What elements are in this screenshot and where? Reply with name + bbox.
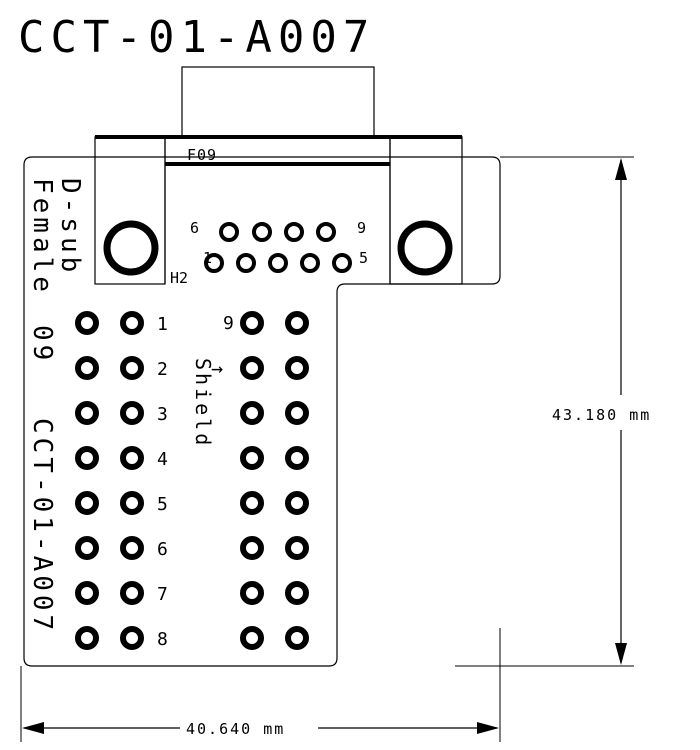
right-header-pad xyxy=(285,491,309,515)
header-pads xyxy=(75,311,309,650)
right-header-pad xyxy=(240,311,264,335)
left-header-pad xyxy=(75,581,99,605)
dsub-pin xyxy=(236,253,256,273)
right-header-pad xyxy=(285,626,309,650)
dsub-pin xyxy=(284,222,304,242)
side-label-dsub: D-sub xyxy=(55,178,85,276)
shield-label: Shield xyxy=(191,358,215,448)
left-header-pad xyxy=(75,491,99,515)
left-header-pad xyxy=(120,356,144,380)
width-dimension-label: 40.640 mm xyxy=(186,720,285,738)
side-label-part-number: CCT-01-A007 xyxy=(27,418,57,634)
connector-label: F09 xyxy=(187,146,217,164)
dsub-pin xyxy=(219,222,239,242)
left-header-pad xyxy=(120,311,144,335)
dim-arrowhead-bottom xyxy=(615,643,627,665)
right-header-pin-label-9: 9 xyxy=(223,313,234,334)
mounting-hole-right xyxy=(397,220,453,276)
left-header-pad xyxy=(120,536,144,560)
pcb-outline xyxy=(23,156,501,667)
dim-arrowhead-left xyxy=(22,722,44,734)
side-label-female: Female xyxy=(27,178,57,296)
left-header-pad xyxy=(75,446,99,470)
left-header-pin-label: 6 xyxy=(157,539,168,560)
right-header-pad xyxy=(285,446,309,470)
hole-label-h2: H2 xyxy=(170,269,188,287)
left-header-pin-label: 5 xyxy=(157,494,168,515)
right-header-pad xyxy=(285,536,309,560)
left-header-pad xyxy=(75,311,99,335)
left-header-pin-label: 8 xyxy=(157,629,168,650)
left-header-pad xyxy=(120,446,144,470)
dsub-pin xyxy=(332,253,352,273)
dsub-pin xyxy=(316,222,336,242)
header-pin-labels: 1 2 3 4 5 6 7 8 xyxy=(157,314,168,650)
right-header-pad xyxy=(285,581,309,605)
dsub-pin-label-5: 5 xyxy=(359,249,368,267)
left-header-pin-label: 4 xyxy=(157,449,168,470)
shield-arrow-icon: → xyxy=(211,356,223,380)
left-header-pad xyxy=(75,536,99,560)
left-header-pad xyxy=(120,581,144,605)
dsub-pin-label-6: 6 xyxy=(190,219,199,237)
left-header-pin-label: 1 xyxy=(157,314,168,335)
drawing-title: CCT-01-A007 xyxy=(18,12,375,63)
side-label-09: 09 xyxy=(27,325,57,364)
mounting-hole-left xyxy=(103,220,159,276)
left-header-pin-label: 2 xyxy=(157,359,168,380)
dim-arrowhead-right xyxy=(477,722,499,734)
connector-shell-top xyxy=(181,66,375,138)
dim-arrowhead-top xyxy=(615,158,627,180)
dsub-pin-label-9: 9 xyxy=(357,219,366,237)
right-header-pad xyxy=(285,311,309,335)
dsub-pin xyxy=(268,253,288,273)
left-header-pad xyxy=(120,626,144,650)
right-header-pad xyxy=(285,356,309,380)
right-header-pad xyxy=(285,401,309,425)
left-header-pin-label: 7 xyxy=(157,584,168,605)
right-header-pad xyxy=(240,401,264,425)
left-header-pad xyxy=(120,401,144,425)
left-header-pad xyxy=(75,401,99,425)
right-header-pad xyxy=(240,491,264,515)
connector-flange-right xyxy=(389,136,463,285)
dsub-bottom-row xyxy=(204,253,352,273)
left-header-pad xyxy=(120,491,144,515)
dsub-pin xyxy=(204,253,224,273)
dsub-top-row xyxy=(219,222,336,242)
right-header-pad xyxy=(240,356,264,380)
right-header-pad xyxy=(240,581,264,605)
dsub-pin xyxy=(300,253,320,273)
left-header-pad xyxy=(75,356,99,380)
right-header-pad xyxy=(240,446,264,470)
right-header-pad xyxy=(240,536,264,560)
dsub-pin xyxy=(252,222,272,242)
right-header-pad xyxy=(240,626,264,650)
left-header-pin-label: 3 xyxy=(157,404,168,425)
left-header-pad xyxy=(75,626,99,650)
height-dimension-label: 43.180 mm xyxy=(552,406,651,424)
